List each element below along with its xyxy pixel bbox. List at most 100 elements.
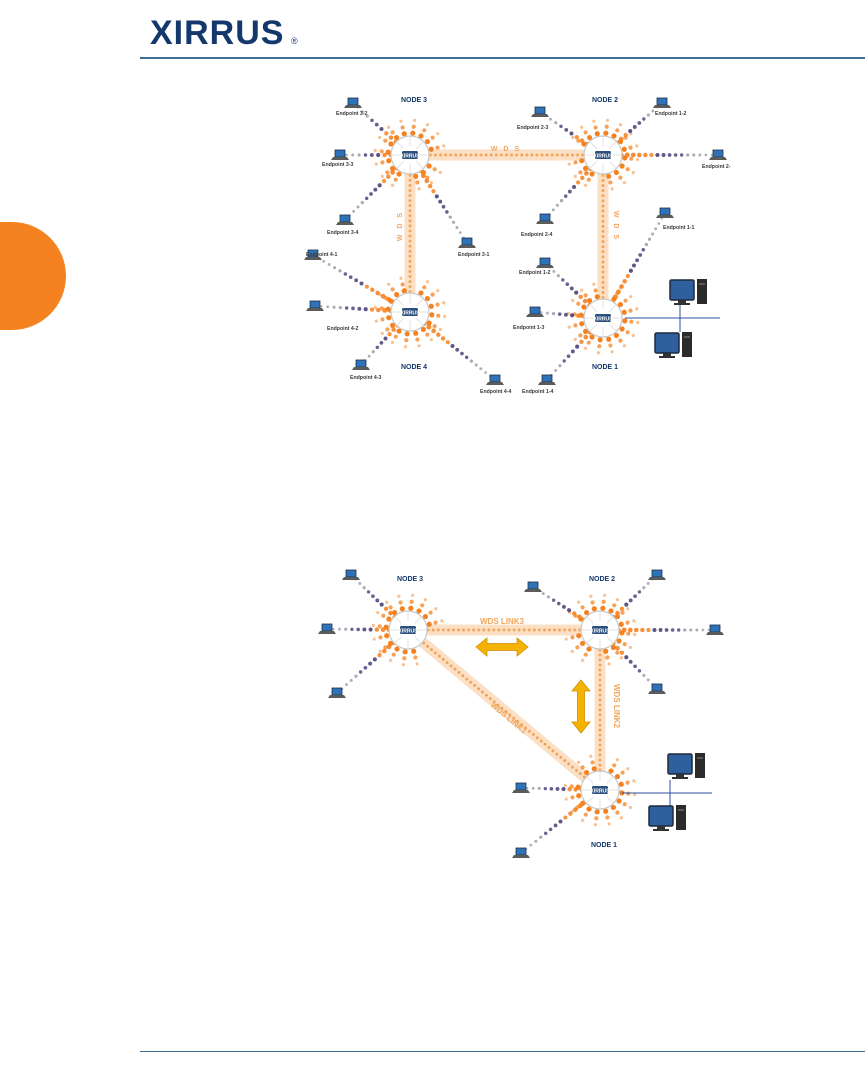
radio-signal-spoke [416,598,428,614]
radio-signal-spoke [399,276,407,294]
radio-signal-spoke [614,607,630,620]
radio-signal-spoke [592,119,600,137]
registered-mark: ® [291,36,298,46]
radio-signal-spoke [387,125,400,141]
radio-signal-spoke [603,118,610,136]
radio-signal-spoke [580,806,592,822]
wired-lan-connection [622,780,712,806]
endpoint-label: Endpoint 3-3 [322,162,354,168]
radio-signal-spoke [420,326,433,342]
endpoint-label: Endpoint 2- [702,164,731,170]
radio-signal-spoke [403,331,410,349]
xirrus-array-label: XIRRUS [401,310,421,316]
laptop-icon [304,249,322,260]
laptop-icon [656,207,674,218]
xirrus-array-label: XIRRUS [594,316,614,322]
wds-link-label: W D S [491,146,521,153]
radio-signal-spoke [589,594,597,612]
laptop-icon [342,569,360,580]
laptop-icon [328,687,346,698]
radio-signal-spoke [616,798,632,810]
wds-link [402,624,606,636]
radio-signal-spoke [387,282,400,298]
radio-signal-spoke [573,328,589,341]
endpoint-label: Endpoint 3-1 [458,252,490,258]
radio-signal-spoke [380,322,396,335]
wds-node: XIRRUS [390,292,430,332]
laptop-icon [648,569,666,580]
wds-node: XIRRUS [583,135,623,175]
endpoint-label: Endpoint 1-3 [513,325,545,331]
radio-signal-spoke [593,809,600,827]
node-label: NODE 4 [401,364,427,371]
node-label: NODE 3 [401,97,427,104]
radio-signal-spoke [428,301,446,309]
laptop-icon [486,374,504,385]
footer-rule [140,1051,865,1052]
xirrus-array-badge [402,308,418,316]
radio-signal-spoke [608,598,620,614]
radio-signal-spoke [371,623,389,630]
radio-signal-spoke [589,754,597,772]
radio-signal-spoke [385,600,398,616]
radio-signal-spoke [418,280,430,296]
laptop-icon [458,237,476,248]
radio-signal-spoke [567,321,585,329]
endpoint-label: Endpoint 3-4 [327,230,359,236]
endpoint-label: Endpoint 1-1 [663,225,695,231]
endpoint-label: Endpoint 1-2 [519,270,551,276]
radio-signal-spoke [603,808,611,826]
endpoint-label: Endpoint 2-3 [517,125,549,131]
radio-signal-spoke [621,307,639,315]
radio-signal-spoke [618,619,636,627]
node-label: NODE 1 [591,842,617,849]
xirrus-array-label: XIRRUS [401,153,421,159]
endpoint-label: Endpoint 4-4 [480,389,512,395]
radio-signal-spoke [374,315,392,323]
radio-signal-spoke [408,593,415,611]
endpoint-label: Endpoint 1-2 [655,111,687,117]
laptop-icon [306,300,324,311]
radio-signal-spoke [564,793,582,801]
wds-node: XIRRUS [388,610,428,650]
desktop-computer-icon [669,279,707,305]
laptop-icon [512,782,530,793]
radio-signal-spoke [618,779,636,787]
wds-link-label: WDS LINK3 [480,617,525,626]
wds-node: XIRRUS [390,135,430,175]
node-label: NODE 2 [592,97,618,104]
wds-node: XIRRUS [580,770,620,810]
xirrus-logo: XIRRUS ® [150,14,298,52]
endpoint-label: Endpoint 1-4 [522,389,554,395]
radio-signal-spoke [573,165,589,178]
wds-node: XIRRUS [580,610,620,650]
radio-signal-spoke [413,330,421,348]
xirrus-array-badge [592,626,608,634]
radio-signal-spoke [603,648,611,666]
wds-link-label: W D S [397,211,404,241]
radio-signal-spoke [610,804,623,820]
xirrus-array-label: XIRRUS [399,628,419,634]
radio-signal-spoke [583,171,595,187]
bidirectional-arrow-icon [475,637,529,657]
xirrus-array-badge [592,786,608,794]
endpoint-label: Endpoint 3-2 [336,111,368,117]
radio-signal-spoke [372,633,390,641]
wds-link-label: WDS LINK1 [489,700,529,736]
laptop-icon [352,359,370,370]
radio-signal-spoke [399,119,407,137]
radio-signal-spoke [613,169,626,185]
radio-signal-spoke [376,610,392,622]
header-rule [140,57,865,59]
logo-text: XIRRUS [150,14,284,52]
radio-signal-spoke [608,758,620,774]
radio-signal-spoke [401,649,408,667]
radio-signal-spoke [413,173,421,191]
node-label: NODE 1 [592,364,618,371]
radio-signal-spoke [580,646,592,662]
bidirectional-arrow-icon [571,679,591,734]
radio-signal-spoke [611,123,623,139]
wired-lan-connection [625,305,720,332]
laptop-icon [709,149,727,160]
xirrus-array-label: XIRRUS [594,153,614,159]
